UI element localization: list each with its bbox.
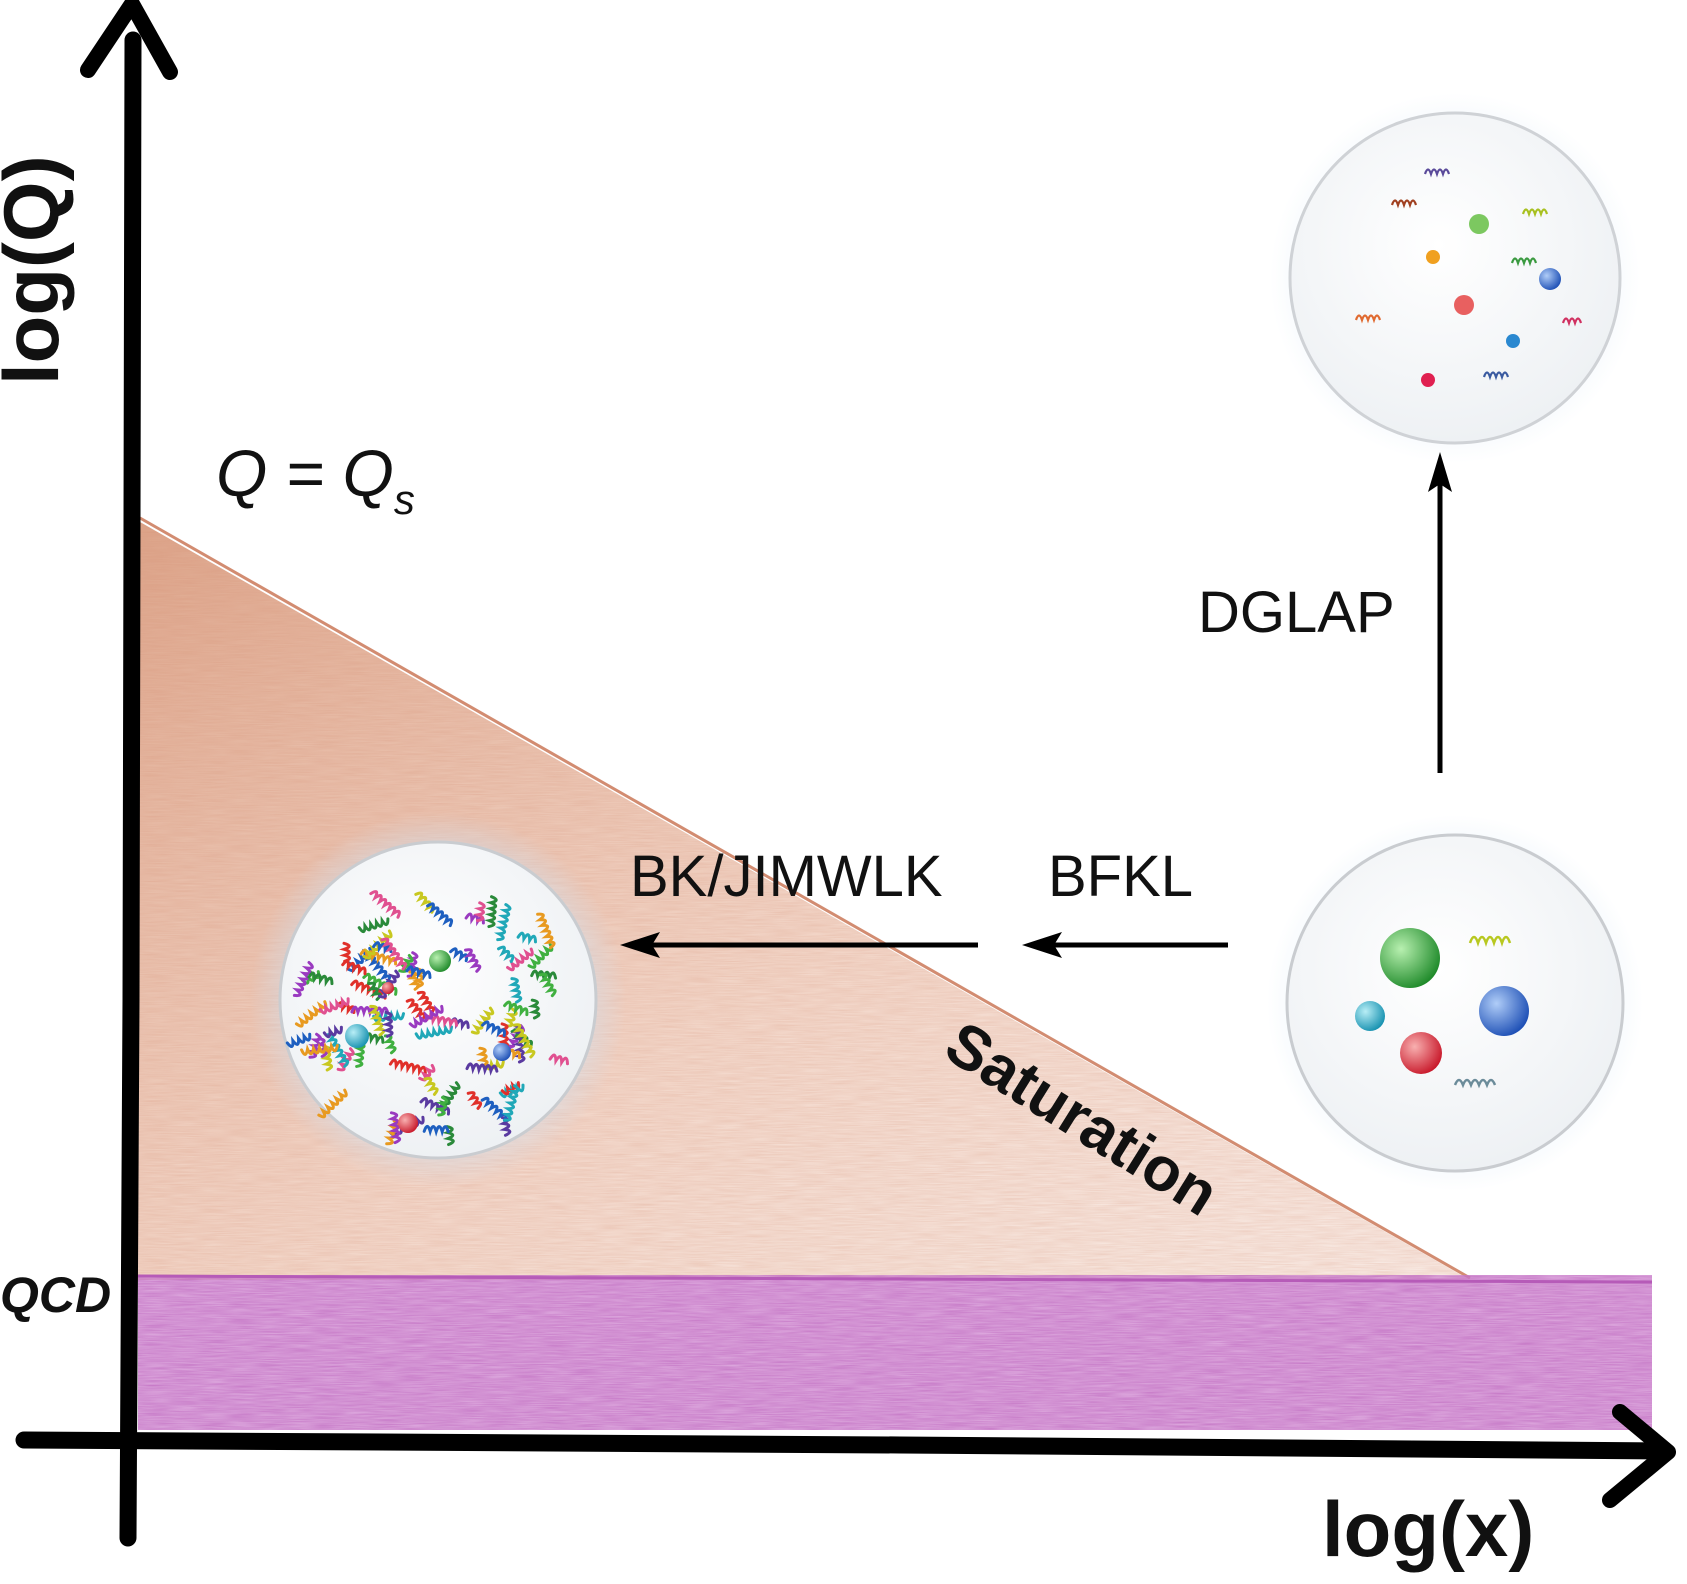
- gluon-squiggle: [530, 969, 558, 983]
- gluon-squiggle: [380, 937, 407, 971]
- gluon-squiggle: [372, 941, 393, 955]
- gluon-squiggle: [388, 1058, 427, 1077]
- gluon-squiggle: [481, 1020, 506, 1038]
- gluon-squiggle: [405, 998, 427, 1022]
- saturation-scale-label: Q = Qs: [216, 436, 415, 523]
- gluon-squiggle: [475, 1046, 489, 1068]
- bk-jimwlk-label: BK/JIMWLK: [630, 844, 943, 909]
- gluon-squiggle: [507, 977, 523, 1004]
- valence-proton-icon: [1267, 815, 1643, 1191]
- gluon-squiggle: [466, 1091, 483, 1110]
- gluon-squiggle: [449, 947, 469, 963]
- gluon-squiggle: [426, 902, 454, 928]
- parton-ball: [345, 1024, 369, 1048]
- gluon-squiggle: [322, 1024, 343, 1039]
- gluon-squiggle: [307, 971, 334, 987]
- dilute-proton-icon: [1270, 93, 1640, 463]
- gluon-squiggle: [357, 915, 390, 934]
- gluon-squiggle: [369, 890, 401, 919]
- parton-ball: [429, 950, 451, 972]
- gluon-squiggle: [359, 948, 398, 968]
- gluon-squiggle: [414, 1023, 453, 1040]
- gluon-squiggle: [516, 931, 537, 946]
- gluon-squiggle: [285, 1031, 312, 1048]
- gluon-squiggle: [341, 959, 367, 977]
- gluon-squiggle: [480, 1096, 508, 1122]
- lambda-qcd-line: [137, 1274, 1653, 1284]
- gluon-squiggle: [493, 903, 512, 942]
- gluon-squiggle: [527, 998, 541, 1020]
- gluon-squiggle: [294, 1000, 328, 1028]
- gluon-squiggle: [300, 1041, 339, 1056]
- nonperturbative-band-texture: [138, 1275, 1652, 1430]
- gluon-squiggle: [317, 1088, 348, 1119]
- y-axis-label: log(Q): [0, 155, 75, 385]
- gluon-squiggle: [503, 1000, 529, 1018]
- gluon-squiggle: [442, 1125, 455, 1147]
- gluon-squiggle: [382, 1034, 397, 1055]
- bfkl-arrow: [1022, 932, 1228, 958]
- y-axis: [80, 0, 178, 1547]
- x-axis-label: log(x): [1322, 1485, 1535, 1573]
- gluon-squiggle: [423, 1076, 439, 1096]
- gluon-squiggle: [367, 1004, 386, 1037]
- gluon-squiggle: [434, 1095, 449, 1117]
- gluon-squiggle: [498, 1082, 525, 1099]
- dglap-label: DGLAP: [1198, 580, 1395, 645]
- gluon-squiggle: [381, 1010, 394, 1038]
- gluon-squiggle: [465, 1062, 499, 1076]
- gluon-squiggle: [527, 943, 554, 969]
- gluon-squiggle: [497, 945, 515, 964]
- gluon-squiggle: [408, 1004, 444, 1029]
- gluon-squiggle: [512, 1023, 536, 1059]
- gluon-squiggle: [473, 901, 486, 923]
- x-axis: [15, 1404, 1676, 1508]
- gluon-squiggle: [463, 948, 482, 973]
- gluon-squiggle: [548, 1053, 569, 1068]
- saturation-boundary-line: [139, 516, 1471, 1280]
- gluon-squiggle: [422, 1124, 450, 1137]
- bk-jimwlk-arrow: [620, 932, 978, 958]
- gluon-squiggle: [366, 981, 382, 1001]
- gluon-squiggle: [406, 970, 421, 991]
- gluon-squiggle: [300, 969, 321, 985]
- parton-ball: [398, 1113, 418, 1133]
- gluon-squiggle: [405, 965, 432, 981]
- gluon-squiggle: [538, 972, 557, 998]
- gluon-squiggle: [338, 941, 352, 963]
- lambda-qcd-label: QCD: [0, 1267, 112, 1323]
- parton-ball: [493, 1043, 511, 1061]
- dglap-arrow: [1428, 452, 1452, 773]
- gluon-squiggle: [386, 1111, 402, 1145]
- bfkl-label: BFKL: [1048, 844, 1194, 909]
- gluon-squiggle: [318, 995, 350, 1015]
- gluon-squiggle: [506, 947, 534, 972]
- parton-ball: [382, 982, 394, 994]
- gluon-squiggle: [501, 1084, 520, 1122]
- gluon-squiggle: [503, 1007, 518, 1028]
- gluon-squiggle: [534, 912, 556, 950]
- dense-proton-icon: [250, 812, 626, 1188]
- gluon-squiggle: [416, 990, 436, 1015]
- gluon-squiggle: [425, 1013, 459, 1030]
- gluon-squiggle: [484, 895, 498, 929]
- gluon-squiggle: [292, 961, 314, 998]
